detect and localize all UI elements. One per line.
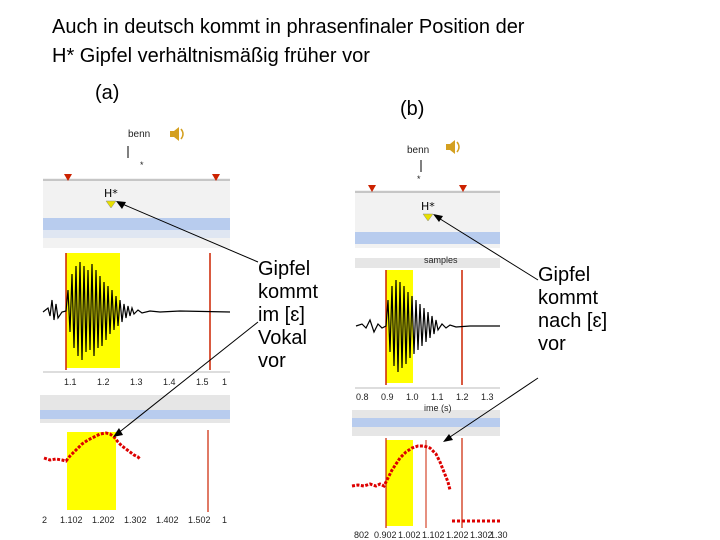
- f0-tick: 1: [222, 515, 228, 525]
- boundary-marker-left[interactable]: [368, 185, 376, 192]
- time-tick: 0.8: [356, 392, 369, 402]
- slide-title-line-2: H* Gipfel verhältnismäßig früher vor: [52, 45, 370, 67]
- arrow-to-tone: [436, 216, 539, 281]
- waveform: [42, 261, 231, 361]
- tone-label: H*: [421, 200, 435, 213]
- word-label: benn: [128, 129, 151, 140]
- f0-tick: 1.202: [92, 515, 115, 525]
- arrow-to-peak: [446, 377, 539, 440]
- f0-header-band: [352, 418, 500, 427]
- tier-band-lower: [43, 230, 230, 238]
- f0-tick: 1.202: [446, 530, 469, 540]
- time-tick: 1.3: [130, 377, 143, 387]
- arrow-head: [113, 428, 123, 437]
- speaker-icon[interactable]: [170, 127, 184, 141]
- tone-label: H*: [104, 187, 118, 200]
- slide-title-line-1: Auch in deutsch kommt in phrasenfinaler …: [52, 16, 525, 38]
- time-tick: 1.2: [97, 377, 110, 387]
- speaker-icon[interactable]: [446, 140, 460, 154]
- tone-marker[interactable]: [422, 213, 434, 222]
- samples-band: [355, 258, 500, 268]
- time-tick: 1.2: [456, 392, 469, 402]
- time-tick: 1.1: [64, 377, 77, 387]
- f0-tick: 1.30: [490, 530, 508, 540]
- boundary-marker-left[interactable]: [64, 174, 72, 181]
- f0-track: [43, 431, 142, 463]
- boundary-marker-right[interactable]: [212, 174, 220, 181]
- time-axis-label: ime (s): [424, 403, 452, 413]
- f0-tick: 1.002: [398, 530, 421, 540]
- accent-mark: *: [140, 160, 144, 170]
- tier-band: [355, 232, 500, 244]
- f0-tick: 802: [354, 530, 370, 540]
- arrow-head: [116, 201, 126, 209]
- arrow-head: [433, 214, 443, 222]
- accent-mark: *: [417, 174, 421, 184]
- time-tick: 1.5: [196, 377, 209, 387]
- boundary-marker-right[interactable]: [459, 185, 467, 192]
- panel-b-label: (b): [400, 98, 425, 120]
- f0-highlight: [386, 440, 413, 526]
- annotation-text-b: Gipfel kommt nach [ɛ] vor: [538, 264, 608, 355]
- samples-label: samples: [424, 255, 458, 265]
- arrow-to-peak: [116, 321, 259, 435]
- time-tick: 1.1: [431, 392, 444, 402]
- time-tick: 1.3: [481, 392, 494, 402]
- f0-header-band: [40, 410, 230, 419]
- f0-tick: 1.502: [188, 515, 211, 525]
- arrow-to-tone: [119, 202, 259, 263]
- f0-tick: 0.902: [374, 530, 397, 540]
- f0-tick: 2: [42, 515, 48, 525]
- f0-tick: 1.102: [60, 515, 83, 525]
- panel-a-label: (a): [95, 82, 120, 104]
- time-tick: 1.0: [406, 392, 419, 402]
- f0-tick: 1.302: [470, 530, 493, 540]
- arrow-head: [443, 434, 453, 442]
- f0-track: [351, 444, 452, 491]
- time-tick: 1: [222, 377, 228, 387]
- f0-tick: 1.402: [156, 515, 179, 525]
- f0-tick: 1.102: [422, 530, 445, 540]
- time-tick: 1.4: [163, 377, 176, 387]
- word-label: benn: [407, 145, 430, 156]
- time-tick: 0.9: [381, 392, 394, 402]
- tone-marker[interactable]: [105, 200, 117, 209]
- f0-tick: 1.302: [124, 515, 147, 525]
- annotation-text-a: Gipfel kommt im [ɛ] Vokal vor: [258, 258, 318, 372]
- waveform: [355, 279, 500, 373]
- tier-band: [43, 218, 230, 230]
- f0-highlight: [67, 432, 116, 510]
